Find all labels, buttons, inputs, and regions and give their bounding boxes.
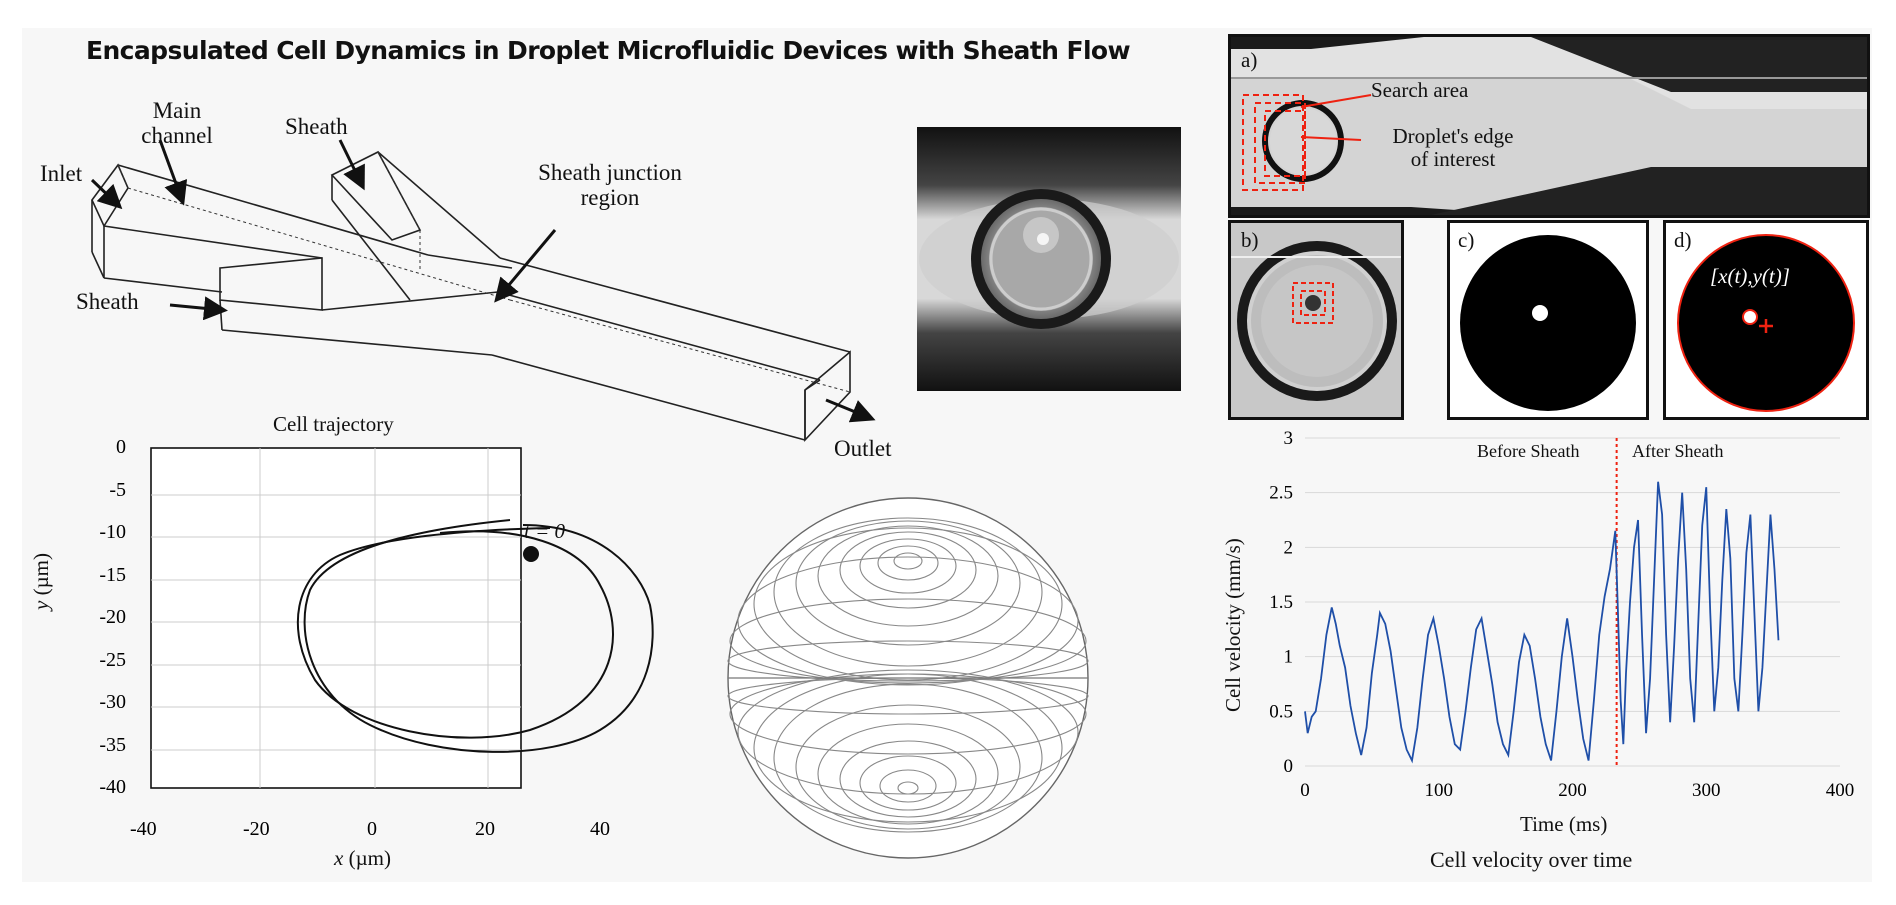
schematic-arrows xyxy=(90,139,876,423)
velocity-x-tick: 100 xyxy=(1425,780,1454,801)
y-tick-0: 0 xyxy=(116,436,126,458)
trajectory-start-marker xyxy=(523,546,539,562)
x-tick-1: -20 xyxy=(243,818,270,840)
velocity-ticks: 0 0.5 1 1.5 2 2.5 3 0 100 200 300 400 xyxy=(1269,428,1854,801)
velocity-series-line xyxy=(1304,481,1780,764)
velocity-xlabel: Time (ms) xyxy=(1520,812,1608,836)
panel-a-label: a) xyxy=(1241,48,1258,72)
sheath-left-label: Sheath xyxy=(76,289,139,314)
velocity-y-tick: 1 xyxy=(1284,647,1294,668)
y-tick-8: -40 xyxy=(99,776,126,798)
y-tick-2: -10 xyxy=(99,521,126,543)
trajectory-title: Cell trajectory xyxy=(273,412,394,436)
inlet-label: Inlet xyxy=(40,161,83,186)
velocity-y-tick: 3 xyxy=(1284,428,1294,449)
sheath-top-label: Sheath xyxy=(285,114,348,139)
y-tick-7: -35 xyxy=(99,734,126,756)
panel-c: c) xyxy=(1447,220,1649,420)
trajectory-curve xyxy=(303,519,654,753)
panel-b: b) xyxy=(1228,220,1404,420)
outlet-label: Outlet xyxy=(834,436,892,461)
y-tick-1: -5 xyxy=(109,479,126,501)
velocity-y-tick: 1.5 xyxy=(1269,592,1293,613)
panel-d: d) [x(t),y(t)] xyxy=(1663,220,1869,420)
channel-outline xyxy=(91,150,851,443)
after-sheath-label: After Sheath xyxy=(1632,441,1724,461)
y-tick-6: -30 xyxy=(99,691,126,713)
x-tick-4: 40 xyxy=(590,818,610,840)
trajectory-x-ticks: -40 -20 0 20 40 xyxy=(130,818,630,848)
velocity-chart: 0 0.5 1 1.5 2 2.5 3 0 100 200 300 400 xyxy=(1269,428,1854,801)
trajectory-plot xyxy=(150,447,654,789)
main-channel-arrow xyxy=(158,139,188,206)
search-area-label: Search area xyxy=(1371,78,1469,102)
x-tick-0: -40 xyxy=(130,818,157,840)
velocity-x-tick: 0 xyxy=(1300,780,1310,801)
panel-c-label: c) xyxy=(1458,228,1475,252)
sheath-left-arrow xyxy=(169,296,228,321)
trajectory-ylabel: y (µm) xyxy=(29,553,53,610)
velocity-y-tick: 0 xyxy=(1284,756,1294,777)
channel-hidden-edges xyxy=(117,151,851,393)
velocity-title: Cell velocity over time xyxy=(1430,847,1633,872)
trajectory-t0-label: t = 0 xyxy=(524,519,566,543)
before-sheath-label: Before Sheath xyxy=(1477,441,1580,461)
position-label: [x(t),y(t)] xyxy=(1710,264,1790,288)
velocity-ylabel: Cell velocity (mm/s) xyxy=(1221,538,1245,712)
search-area-boxes xyxy=(1242,94,1306,191)
velocity-y-tick: 0.5 xyxy=(1269,701,1293,722)
velocity-x-tick: 300 xyxy=(1692,780,1721,801)
x-tick-2: 0 xyxy=(367,818,377,840)
inlet-arrow xyxy=(90,178,123,210)
y-tick-5: -25 xyxy=(99,649,126,671)
velocity-x-tick: 400 xyxy=(1826,780,1855,801)
droplet-micrograph xyxy=(917,127,1181,391)
droplet-streamlines xyxy=(727,497,1089,859)
sheath-top-arrow xyxy=(338,139,365,191)
y-tick-3: -15 xyxy=(99,564,126,586)
x-tick-3: 20 xyxy=(475,818,495,840)
streamlines-lower xyxy=(727,669,1089,833)
velocity-x-tick: 200 xyxy=(1558,780,1587,801)
trajectory-xlabel: x (µm) xyxy=(334,846,391,870)
figure-title: Encapsulated Cell Dynamics in Droplet Mi… xyxy=(86,36,1131,65)
velocity-y-tick: 2.5 xyxy=(1269,483,1293,504)
streamlines-upper xyxy=(727,517,1089,686)
panel-d-label: d) xyxy=(1674,228,1692,252)
outlet-arrow xyxy=(825,398,876,423)
velocity-y-tick: 2 xyxy=(1284,537,1294,558)
cell-search-box xyxy=(1292,282,1334,324)
y-tick-4: -20 xyxy=(99,606,126,628)
velocity-grid xyxy=(1305,437,1840,767)
panel-b-label: b) xyxy=(1241,228,1259,252)
junction-arrow xyxy=(494,229,557,303)
